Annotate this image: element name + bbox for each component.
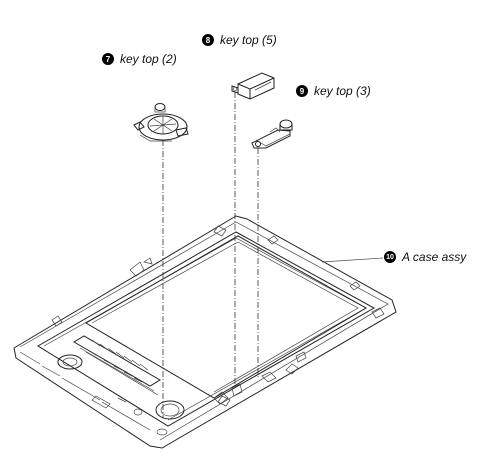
callout-key-top-2: 7 key top (2) (102, 52, 177, 66)
case-assy-drawing (13, 215, 397, 449)
button-bank (73, 335, 161, 387)
speaker-circle (57, 354, 83, 370)
callout-label: key top (5) (220, 33, 277, 47)
key-top-3-knob (279, 119, 293, 129)
case-outer-rim (13, 215, 397, 449)
case-inner-wall (37, 231, 376, 427)
callout-number-badge: 10 (384, 251, 396, 263)
key-top-5-drawing (231, 72, 275, 100)
callout-number-badge: 8 (202, 34, 214, 46)
callout-key-top-3: 9 key top (3) (296, 84, 371, 98)
callout-label: key top (2) (120, 52, 177, 66)
callout-label: key top (3) (314, 84, 371, 98)
front-round-button (155, 400, 185, 420)
key-top-2-drawing (133, 103, 189, 142)
callout-key-top-5: 8 key top (5) (202, 33, 277, 47)
callout-label: A case assy (402, 250, 467, 264)
case-floor-panel (85, 235, 368, 399)
callout-number-badge: 9 (296, 85, 308, 97)
leader-line-case-assy (321, 257, 384, 263)
key-top-3-drawing (251, 119, 293, 149)
callout-case-assy: 10 A case assy (384, 250, 466, 264)
callout-number-badge: 7 (102, 53, 114, 65)
key-top-5-body (237, 72, 275, 100)
